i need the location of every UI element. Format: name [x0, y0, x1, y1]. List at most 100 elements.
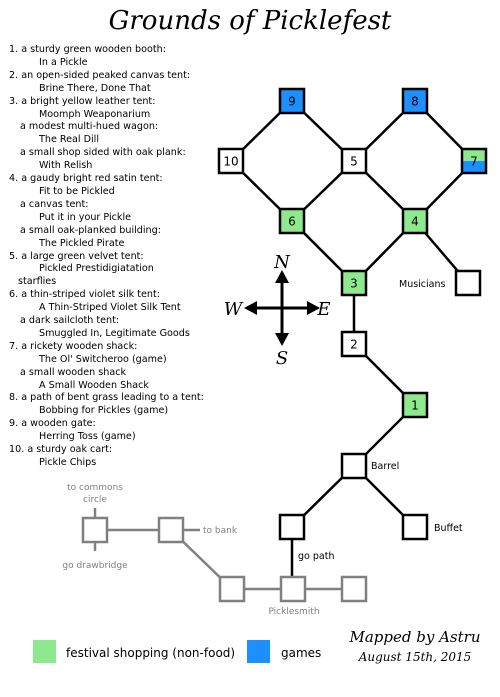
legend-entry-number: 4.	[9, 173, 19, 185]
legend-entry-name: Fit to be Pickled	[39, 185, 115, 197]
room-box	[401, 391, 429, 419]
barrel-label: Barrel	[371, 461, 399, 472]
legend-entry-name: Pickled Prestidigiatation	[39, 263, 154, 275]
legend-entry-name: Smuggled In, Legitimate Goods	[39, 327, 190, 339]
legend-entry: 7. a rickety wooden shack:	[9, 341, 224, 354]
shopping-swatch	[33, 640, 56, 663]
musicians-label: Musicians	[399, 279, 446, 290]
legend-entry-number: 3.	[9, 95, 19, 107]
room-box	[278, 513, 306, 541]
room-box	[340, 147, 368, 175]
legend-entry-desc: a gaudy bright red satin tent:	[21, 173, 163, 185]
legend-entry-desc: a sturdy green wooden booth:	[21, 44, 166, 55]
legend-entry-desc: a rickety wooden shack:	[21, 340, 138, 352]
room-box	[340, 269, 368, 297]
legend-entry-number: 10.	[9, 444, 25, 456]
room-9: 9	[278, 87, 306, 115]
room-musicians	[454, 269, 482, 297]
room-path	[278, 513, 306, 541]
compass-west-label: W	[224, 299, 244, 320]
legend-entry-name: The Real Dill	[39, 134, 100, 146]
legend-entry-extra: starflies	[18, 276, 57, 288]
legend-entry-desc: a wooden gate:	[21, 418, 96, 430]
room-g5	[340, 575, 368, 603]
room-box	[218, 575, 246, 603]
compass-south-arrowhead	[275, 333, 289, 346]
legend-entry-name: Brine There, Done That	[39, 82, 151, 94]
room-number-label: 4	[411, 215, 419, 229]
room-box	[401, 207, 429, 235]
room-number-label: 5	[350, 155, 358, 169]
room-number-label: 1	[411, 399, 419, 413]
room-number-label: 6	[288, 215, 296, 229]
games-swatch	[247, 640, 270, 663]
legend-entry: 2. an open-sided peaked canvas tent:	[9, 70, 224, 83]
map-title: Grounds of Picklefest	[108, 6, 392, 36]
room-g4	[279, 575, 307, 603]
room-10: 10	[217, 147, 245, 175]
room-7: 7	[460, 147, 488, 175]
legend-entry-desc: a path of bent grass leading to a tent:	[21, 392, 204, 404]
legend-entry-desc: a modest multi-hued wagon:	[20, 121, 159, 133]
legend-entry-name: The Pickled Pirate	[39, 237, 125, 249]
room-box	[340, 330, 368, 358]
go-path-label: go path	[298, 551, 334, 562]
legend-entry-number: 7.	[9, 340, 19, 352]
legend-entry-desc: an open-sided peaked canvas tent:	[21, 69, 191, 81]
room-box	[454, 269, 482, 297]
compass-east-label: E	[316, 299, 330, 320]
legend-entry-desc: a small wooden shack	[20, 366, 127, 378]
room-box	[401, 513, 429, 541]
legend-entry: a canvas tent:	[9, 199, 224, 212]
room-4: 4	[401, 207, 429, 235]
room-box	[279, 575, 307, 603]
legend-entry-desc: a thin-striped violet silk tent:	[21, 289, 160, 301]
room-box	[81, 516, 109, 544]
room-2: 2	[340, 330, 368, 358]
compass-north-label: N	[273, 252, 291, 273]
room-box	[278, 207, 306, 235]
legend-entry-desc: a canvas tent:	[20, 198, 89, 210]
room-box	[340, 452, 368, 480]
legend-entry-number: 6.	[9, 289, 19, 301]
room-box	[460, 147, 488, 175]
legend-entry: 8. a path of bent grass leading to a ten…	[9, 392, 224, 405]
room-buffet	[401, 513, 429, 541]
legend-entry-desc: a large green velvet tent:	[21, 250, 144, 262]
legend-entry-name: The Ol' Switcheroo (game)	[39, 353, 167, 365]
compass-north-arrowhead	[275, 270, 289, 283]
room-number-label: 7	[470, 155, 478, 169]
go-drawbridge-label: go drawbridge	[62, 561, 128, 571]
legend-entry: a small wooden shack	[9, 367, 224, 380]
room-box	[340, 575, 368, 603]
legend-entry-name: Pickle Chips	[39, 457, 97, 468]
legend-list: 1. a sturdy green wooden booth:In a Pick…	[9, 44, 224, 470]
room-3: 3	[340, 269, 368, 297]
room-box	[401, 87, 429, 115]
legend-entry: a modest multi-hued wagon:	[9, 121, 224, 134]
legend-entry-desc: a bright yellow leather tent:	[21, 95, 156, 107]
room-8: 8	[401, 87, 429, 115]
shopping-key-label: festival shopping (non-food)	[66, 646, 236, 660]
legend-entry-number: 8.	[9, 392, 19, 404]
legend-entry-number: 5.	[9, 250, 19, 262]
room-g1	[81, 516, 109, 544]
legend-entry-desc: a dark sailcloth tent:	[20, 315, 120, 327]
legend-entry-name: With Relish	[39, 160, 93, 172]
legend-entry: 4. a gaudy bright red satin tent:	[9, 173, 224, 186]
room-number-label: 3	[350, 277, 358, 291]
compass-west-arrowhead	[244, 301, 257, 315]
compass-rose: N S W E	[224, 252, 331, 369]
credit-date: August 15th, 2015	[358, 650, 472, 664]
room-1: 1	[401, 391, 429, 419]
credit-author: Mapped by Astru	[349, 628, 481, 646]
room-number-label: 8	[411, 95, 419, 109]
room-barrel	[340, 452, 368, 480]
legend-entry-name: Put it in your Pickle	[39, 211, 132, 223]
compass-south-label: S	[276, 348, 288, 369]
room-number-label: 10	[223, 155, 238, 169]
room-box	[217, 147, 245, 175]
room-6: 6	[278, 207, 306, 235]
